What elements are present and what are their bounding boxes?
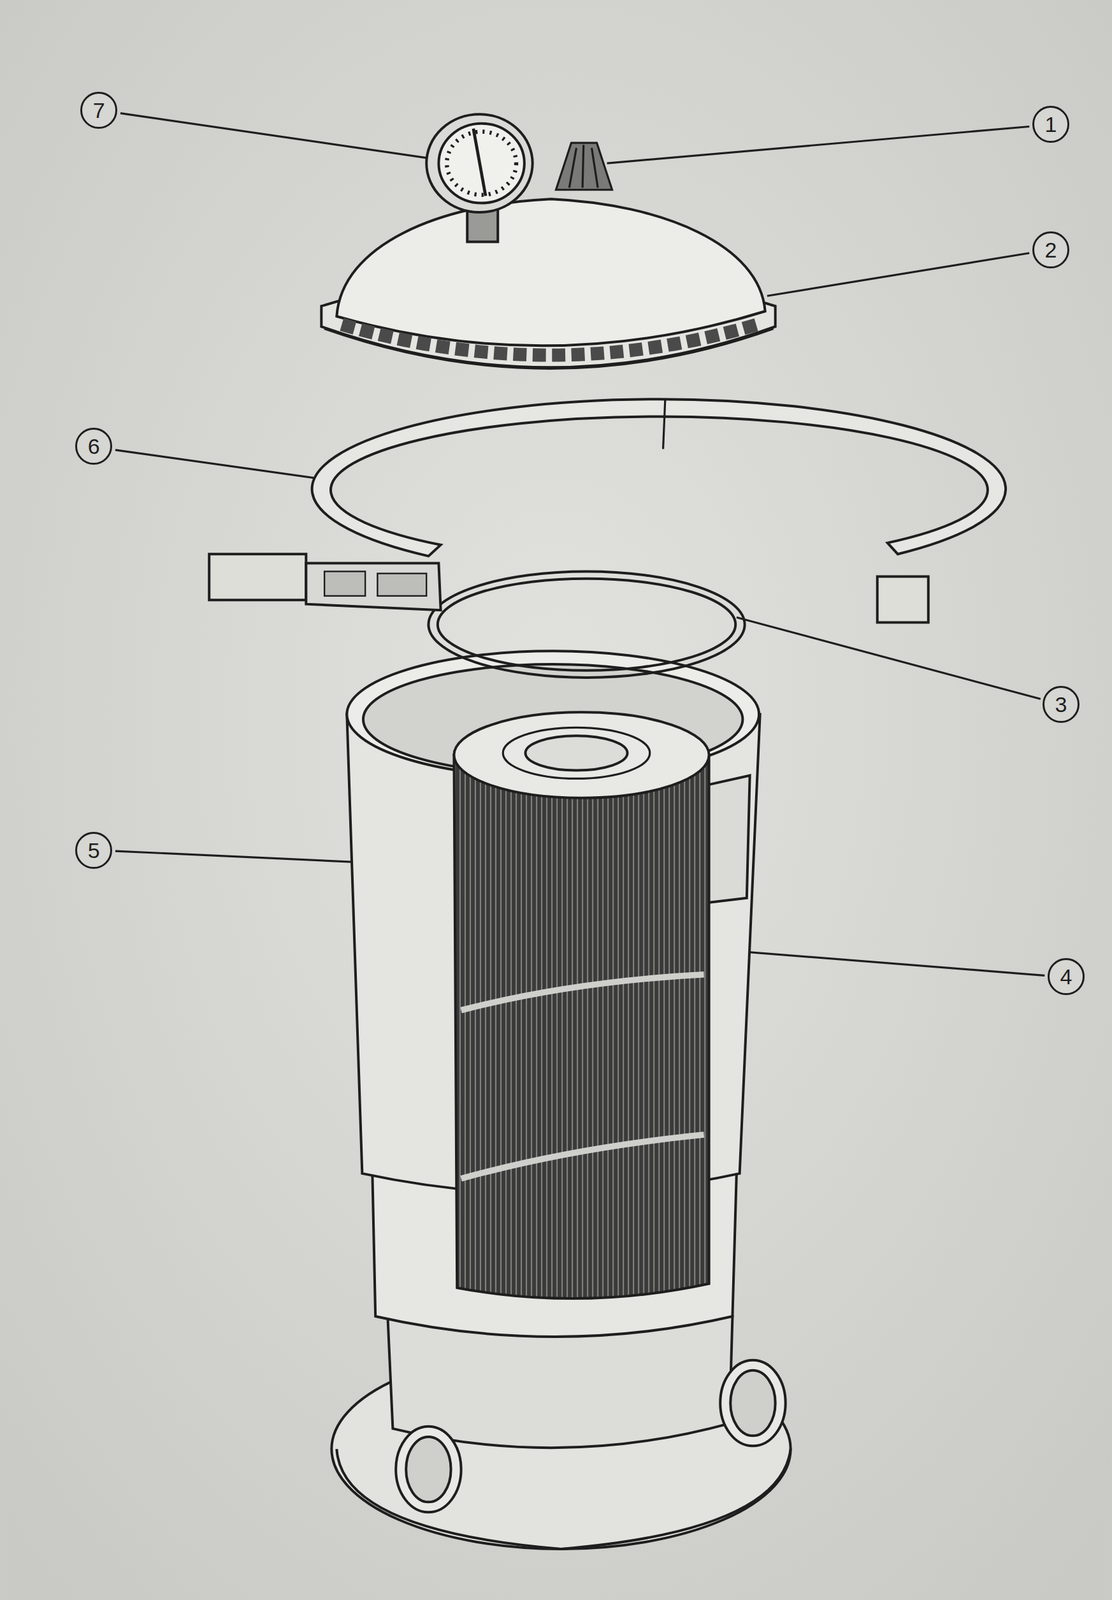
inlet-pipe-bore	[405, 1436, 451, 1502]
cartridge-band	[461, 1134, 705, 1179]
inlet-pipe	[395, 1426, 461, 1512]
gauge-needle	[473, 128, 486, 197]
leader-line	[767, 252, 1030, 296]
cartridge-pleats	[453, 755, 709, 1299]
pressure-gauge	[426, 114, 533, 242]
valve-knob	[556, 142, 613, 190]
valve-rib	[569, 147, 577, 188]
filter-tank	[331, 650, 791, 1549]
tank-tab	[704, 775, 751, 903]
clamp-pin	[377, 573, 427, 596]
cartridge-top	[453, 711, 709, 798]
callout-number: 1	[1032, 105, 1070, 143]
clamp-latch	[305, 563, 441, 611]
clamp-pin	[324, 570, 366, 596]
valve-rib	[582, 144, 584, 188]
clamp-end	[877, 576, 929, 622]
outlet-pipe	[720, 1359, 786, 1446]
clamp-joint	[663, 400, 666, 450]
callout-number: 7	[80, 91, 118, 129]
callout-number: 5	[75, 831, 113, 869]
filter-lid	[321, 198, 775, 369]
cartridge-band	[461, 974, 705, 1011]
clamp-band	[312, 398, 1007, 556]
clamp-ring	[209, 398, 1006, 622]
air-relief-valve	[556, 142, 613, 190]
leader-line	[607, 126, 1030, 164]
gauge-case	[426, 114, 533, 213]
lid-edge	[324, 328, 773, 368]
gauge-dial	[438, 123, 524, 204]
callout-number: 3	[1042, 685, 1080, 723]
callout-number: 4	[1047, 957, 1085, 995]
lid-dome	[336, 198, 765, 346]
leader-line	[736, 616, 1041, 699]
outlet-pipe-bore	[730, 1370, 775, 1436]
gauge-ticks	[446, 131, 517, 195]
leader-line	[120, 113, 429, 159]
o-ring	[428, 570, 745, 677]
o-ring-inner	[437, 578, 736, 671]
callout-number: 6	[75, 427, 113, 465]
cartridge-ring	[502, 727, 650, 779]
valve-rib	[592, 147, 599, 188]
leader-line	[115, 850, 360, 863]
leader-line	[115, 449, 327, 480]
o-ring-outer	[428, 570, 745, 677]
callout-number: 2	[1032, 231, 1070, 269]
cartridge-core	[525, 735, 628, 770]
clamp-lever	[209, 553, 306, 600]
filter-cartridge	[453, 711, 709, 1299]
gauge-stem	[467, 209, 498, 242]
